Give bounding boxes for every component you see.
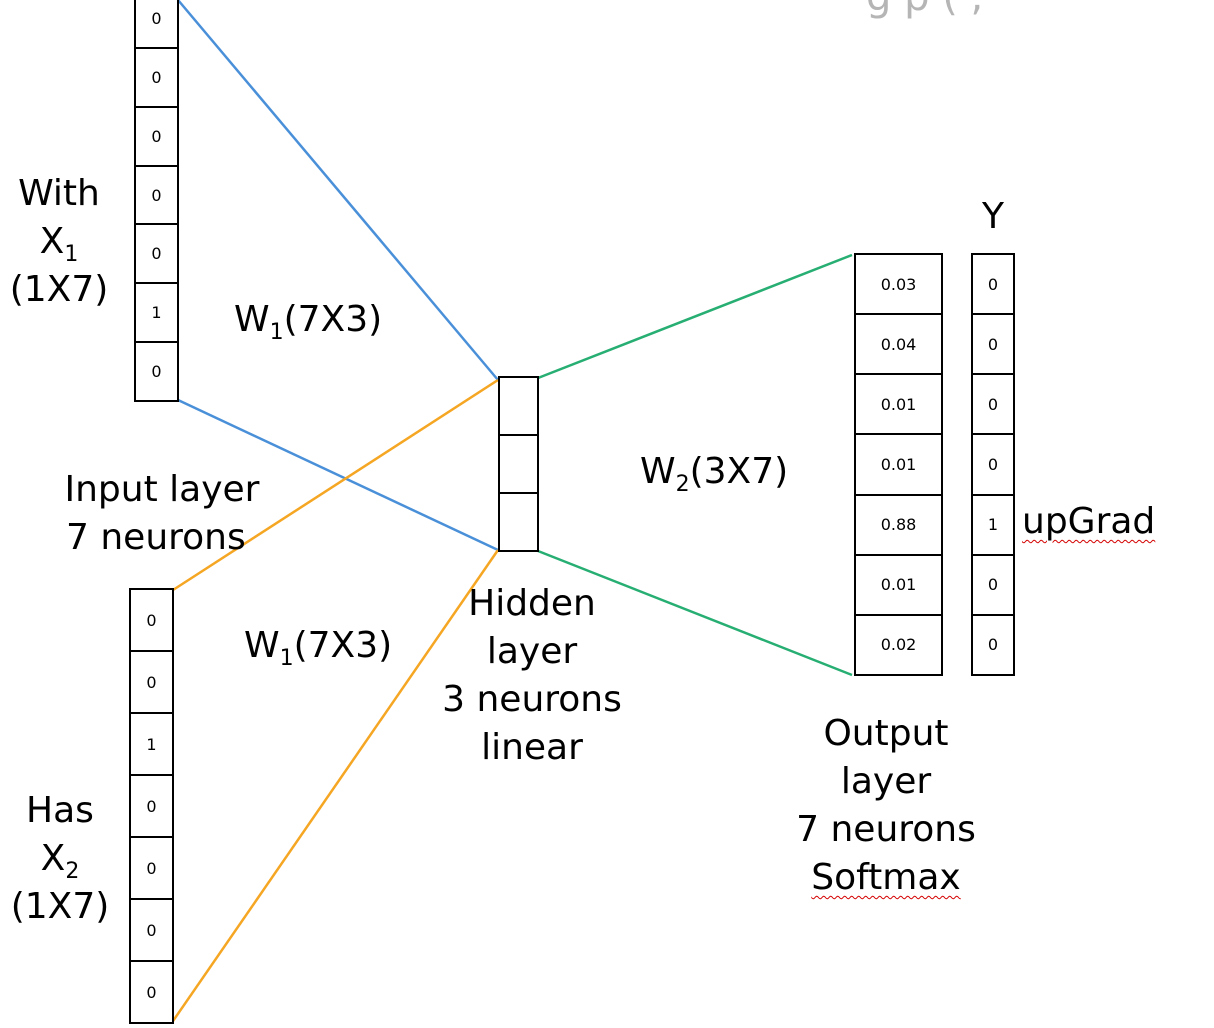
input-1-cell: 0 [136,105,177,165]
input-2-cell: 0 [131,650,172,712]
target-vector: 0 0 0 0 1 0 0 [971,253,1015,676]
input-1-cell: 0 [136,164,177,224]
edge-input1-top [177,0,499,381]
softmax-text: Softmax [811,857,961,898]
hidden-layer-label: Hidden layer 3 neurons linear [442,583,622,768]
input-vector-1-caption: With [18,173,100,214]
input-1-cell: 0 [151,8,162,28]
target-cell: 1 [973,493,1013,554]
hidden-layer-vector [498,376,539,552]
edge-input2-top [172,378,499,592]
edge-output-bottom [537,549,853,677]
weights-1-bottom-label: W1(7X3) [244,625,393,672]
output-cell: 0.01 [856,373,941,433]
target-label: Y [982,196,1004,237]
input-vector-1-symbol: X1 [39,221,79,268]
input-vector-1-dims: (1X7) [9,269,109,310]
input-vector-2-symbol: X2 [40,838,80,885]
input-2-cell: 0 [131,960,172,1022]
input-vector-2-caption: Has [26,790,94,831]
input-1-cell: 0 [136,46,177,106]
output-cell: 0.88 [856,493,941,554]
output-layer-label: Output layer 7 neurons Softmax [796,713,976,898]
input-2-cell: 1 [131,712,172,774]
input-1-cell: 0 [136,223,177,282]
brand-label: upGrad [1022,501,1156,542]
output-cell: 0.01 [856,553,941,614]
input-vector-2: 0 0 1 0 0 0 0 [129,588,174,1024]
output-layer-vector: 0.03 0.04 0.01 0.01 0.88 0.01 0.02 [854,253,943,676]
input-2-cell: 0 [131,898,172,960]
target-cell: 0 [973,553,1013,614]
hidden-cell [500,492,537,550]
input-2-cell: 0 [131,774,172,836]
edge-input2-bottom [171,549,500,1022]
target-cell: 0 [973,613,1013,674]
cropped-header-text: g p ( , [866,0,983,20]
target-cell: 0 [973,373,1013,433]
input-2-cell: 0 [131,836,172,898]
output-cell: 0.01 [856,433,941,493]
input-vector-1: 0 0 0 0 0 1 0 [134,0,179,402]
hidden-cell [500,434,537,492]
input-vector-1-label: With X1 (1X7) [0,170,118,314]
input-2-cell: 0 [146,610,157,630]
edge-input1-bottom [177,398,499,552]
target-cell: 0 [973,433,1013,493]
input-1-cell: 1 [136,282,177,341]
output-cell: 0.02 [856,613,941,674]
output-cell: 0.04 [856,313,941,373]
edge-output-top [537,253,853,380]
output-cell: 0.03 [880,274,917,294]
weights-1-top-label: W1(7X3) [234,299,383,346]
input-vector-2-label: Has X2 (1X7) [0,787,120,931]
target-cell: 0 [987,274,999,294]
input-vector-2-dims: (1X7) [10,886,110,927]
weights-2-label: W2(3X7) [640,451,789,498]
input-1-cell: 0 [136,341,177,400]
input-layer-label: Input layer 7 neurons [64,469,260,558]
target-cell: 0 [973,313,1013,373]
hidden-cell [500,378,537,434]
